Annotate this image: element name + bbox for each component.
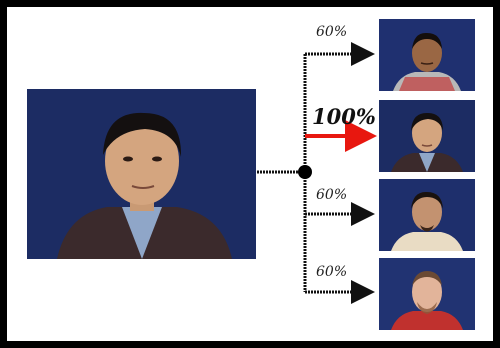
score-label-2: 100% — [312, 104, 376, 129]
query-face-photo — [27, 89, 256, 259]
candidate-face-photo-4 — [379, 258, 475, 330]
score-label-3: 60% — [316, 187, 348, 203]
diagram-canvas: 60% 100% 60% 60% — [7, 7, 493, 341]
junction-dot — [298, 165, 312, 179]
candidate-face-photo-3 — [379, 179, 475, 251]
candidate-face-photo-1 — [379, 19, 475, 91]
score-label-4: 60% — [316, 264, 348, 280]
candidate-face-photo-2 — [379, 100, 475, 172]
score-label-1: 60% — [316, 24, 348, 40]
match-connector — [257, 42, 377, 304]
